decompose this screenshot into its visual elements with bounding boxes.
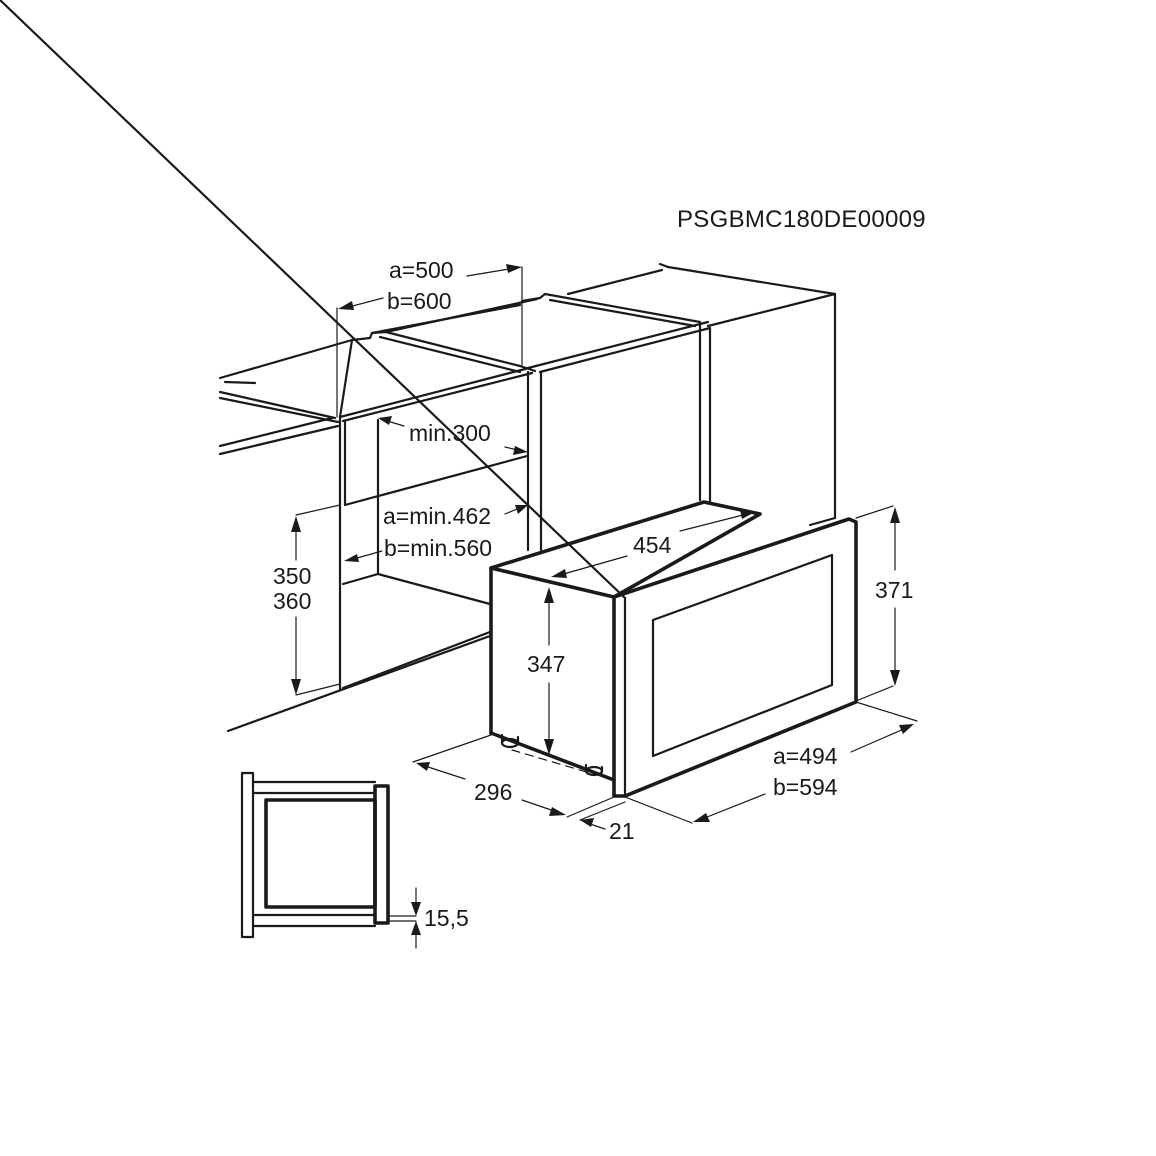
front-width-a: a=494 xyxy=(773,743,838,769)
dim-front-height: 371 xyxy=(855,505,913,702)
niche-width-a: a=min.462 xyxy=(383,503,491,529)
body-width-label: 454 xyxy=(633,532,672,558)
cabinet-structure xyxy=(218,262,837,733)
cabinet-width-b: b=600 xyxy=(387,288,452,314)
niche-width-b: b=min.560 xyxy=(384,535,492,561)
niche-height-2: 360 xyxy=(273,588,311,614)
microwave-body xyxy=(0,0,858,798)
body-height-label: 347 xyxy=(527,651,565,677)
dim-depth: 296 xyxy=(412,734,615,818)
side-view-detail: 15,5 xyxy=(240,771,469,949)
drawing-code: PSGBMC180DE00009 xyxy=(677,206,926,233)
depth-label: 296 xyxy=(474,779,512,805)
dim-niche-height: 350 360 xyxy=(273,504,341,696)
niche-height-1: 350 xyxy=(273,563,311,589)
dim-body-height: 347 xyxy=(527,587,565,755)
dim-cabinet-width: a=500 b=600 xyxy=(336,257,523,418)
dim-min-depth: min.300 xyxy=(378,416,528,455)
dim-front-thickness: 21 xyxy=(579,801,635,844)
side-gap-label: 15,5 xyxy=(424,905,469,931)
dim-body-width: 454 xyxy=(551,510,755,578)
cabinet-width-a: a=500 xyxy=(389,257,454,283)
dim-niche-width: a=min.462 b=min.560 xyxy=(344,503,528,562)
min-depth-label: min.300 xyxy=(409,420,491,446)
front-width-b: b=594 xyxy=(773,774,838,800)
front-height-label: 371 xyxy=(875,577,913,603)
front-thickness-label: 21 xyxy=(609,818,635,844)
dim-front-width: a=494 b=594 xyxy=(624,701,918,824)
